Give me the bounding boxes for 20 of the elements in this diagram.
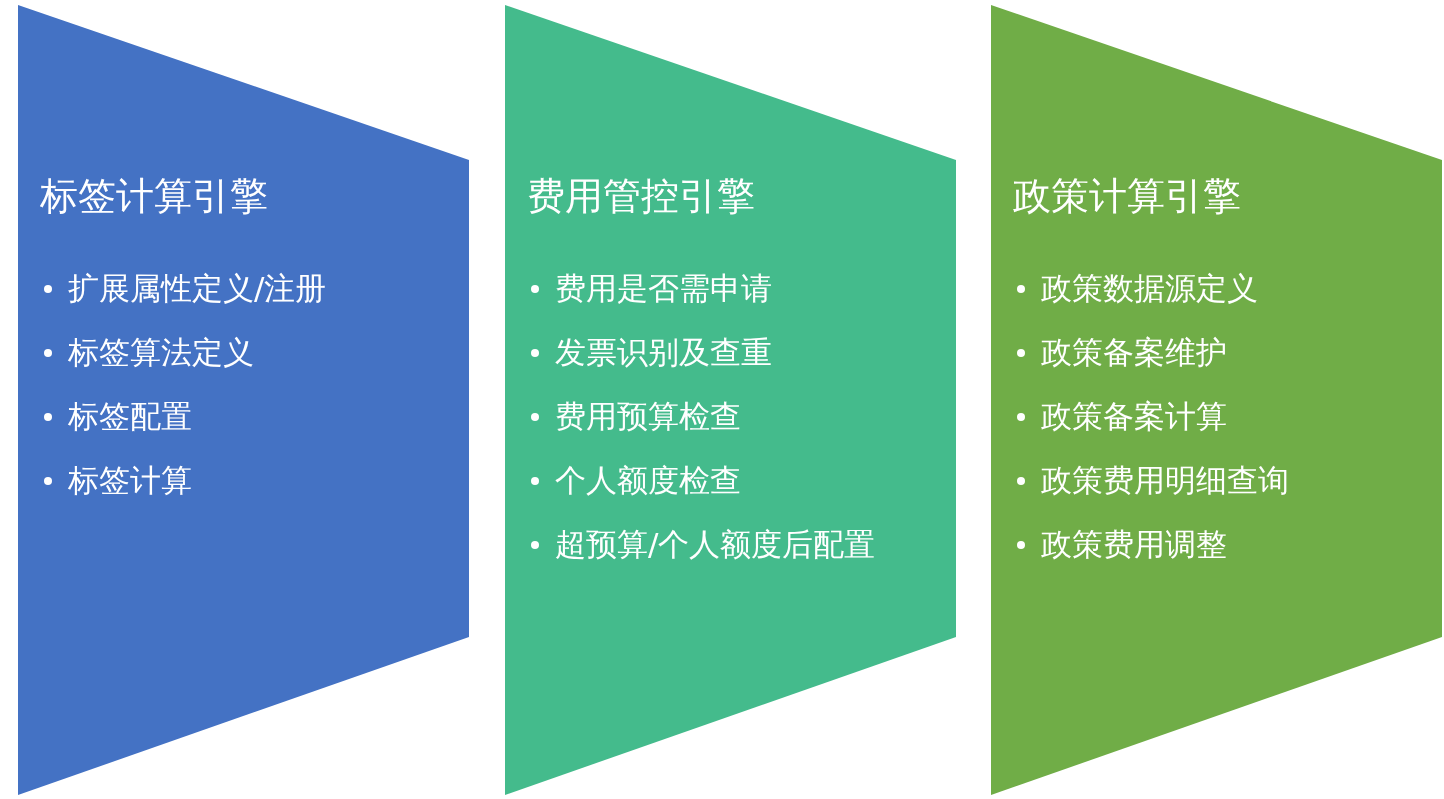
- bullet-item: 政策数据源定义: [1015, 266, 1258, 310]
- bullet-item: 费用预算检查: [529, 394, 741, 438]
- trapezoid-panel: [505, 5, 956, 795]
- bullet-item: 政策费用明细查询: [1015, 458, 1289, 502]
- bullet-item: 政策备案维护: [1015, 330, 1227, 374]
- bullet-item: 费用是否需申请: [529, 266, 772, 310]
- bullet-item: 扩展属性定义/注册: [42, 266, 327, 310]
- bullet-item: 标签计算: [42, 458, 192, 502]
- bullet-item: 政策费用调整: [1015, 522, 1227, 566]
- bullet-item: 政策备案计算: [1015, 394, 1227, 438]
- panel-heading: 政策计算引擎: [1013, 173, 1241, 220]
- panel-heading: 费用管控引擎: [527, 173, 755, 220]
- bullet-item: 个人额度检查: [529, 458, 741, 502]
- bullet-item: 发票识别及查重: [529, 330, 772, 374]
- trapezoid-panel: [18, 5, 469, 795]
- bullet-item: 标签配置: [42, 394, 192, 438]
- trapezoid-panel: [991, 5, 1442, 795]
- bullet-item: 标签算法定义: [42, 330, 254, 374]
- panel-heading: 标签计算引擎: [40, 173, 268, 220]
- bullet-item: 超预算/个人额度后配置: [529, 522, 876, 566]
